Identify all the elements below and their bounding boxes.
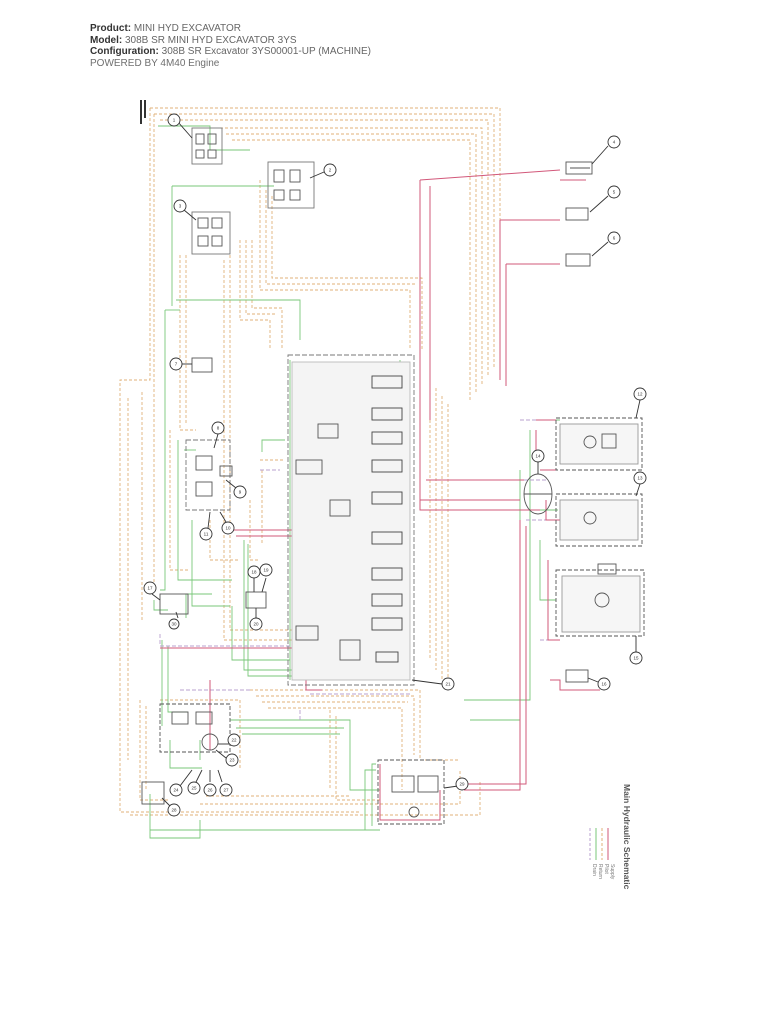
callout bbox=[591, 231, 621, 257]
callout bbox=[173, 199, 197, 221]
travel-motor-upper bbox=[555, 417, 643, 471]
valve-spools bbox=[371, 375, 403, 663]
callout-number: 15 bbox=[633, 656, 639, 661]
callout bbox=[167, 113, 193, 139]
configuration-label: Configuration: bbox=[90, 46, 159, 57]
callout bbox=[629, 636, 643, 665]
bottom-center-valve bbox=[377, 759, 445, 825]
callout-number: 17 bbox=[147, 586, 153, 591]
configuration-row: Configuration: 308B SR Excavator 3YS0000… bbox=[90, 46, 371, 58]
callout bbox=[217, 769, 233, 797]
callout bbox=[199, 511, 213, 541]
pilot-lines bbox=[119, 107, 501, 816]
callout-number: 24 bbox=[173, 788, 179, 793]
legend-drain: Drain bbox=[591, 864, 597, 876]
callout bbox=[169, 769, 193, 797]
model-row: Model: 308B SR MINI HYD EXCAVATOR 3YS bbox=[90, 35, 371, 47]
legend-pilot: Pilot bbox=[603, 864, 609, 874]
callout bbox=[591, 135, 621, 165]
legend-supply: Supply bbox=[609, 864, 615, 880]
left-valve-block bbox=[185, 439, 231, 511]
callout-number: 7 bbox=[175, 362, 178, 367]
callout bbox=[161, 797, 181, 817]
callout bbox=[309, 163, 337, 179]
pilot-valve-left-top bbox=[191, 127, 223, 165]
callout-number: 29 bbox=[459, 782, 465, 787]
callout bbox=[219, 511, 235, 535]
product-label: Product: bbox=[90, 23, 132, 34]
callout-number: 25 bbox=[191, 786, 197, 791]
callout-number: 8 bbox=[217, 426, 220, 431]
legend: Supply Pilot Return Drain bbox=[589, 828, 615, 880]
callout-number: 1 bbox=[173, 118, 176, 123]
callout-number: 19 bbox=[263, 568, 269, 573]
components bbox=[141, 127, 645, 825]
callouts bbox=[143, 113, 647, 817]
callout bbox=[225, 479, 247, 499]
callout bbox=[411, 677, 455, 691]
cylinders-top-right bbox=[565, 161, 593, 267]
callout bbox=[211, 421, 225, 449]
product-value: MINI HYD EXCAVATOR bbox=[133, 23, 241, 34]
callout bbox=[218, 733, 241, 747]
callout bbox=[187, 769, 203, 795]
callout-number: 16 bbox=[601, 682, 607, 687]
callout-number: 27 bbox=[223, 788, 229, 793]
pilot-valve-left-mid bbox=[191, 211, 231, 255]
callout-number: 4 bbox=[613, 140, 616, 145]
cylinder-bottom-right bbox=[565, 669, 589, 683]
product-row: Product: MINI HYD EXCAVATOR bbox=[90, 23, 371, 35]
legend-return: Return bbox=[597, 864, 603, 879]
powered-by-row: POWERED BY 4M40 Engine bbox=[90, 57, 220, 69]
callout bbox=[143, 581, 161, 601]
callout bbox=[168, 611, 180, 630]
callout-number: 6 bbox=[613, 236, 616, 241]
callout-number: 12 bbox=[637, 392, 643, 397]
callout-number: 11 bbox=[204, 532, 209, 537]
callout bbox=[169, 357, 192, 371]
callout-number: 20 bbox=[253, 622, 259, 627]
callout-number: 13 bbox=[637, 476, 643, 481]
pilot-valve-right-top bbox=[267, 161, 315, 209]
callout bbox=[633, 471, 647, 497]
callout-number: 26 bbox=[207, 788, 213, 793]
callout-number: 22 bbox=[231, 738, 237, 743]
document-header: Product: MINI HYD EXCAVATOR Model: 308B … bbox=[90, 23, 371, 69]
callout bbox=[215, 749, 239, 767]
callout-number: 18 bbox=[251, 570, 257, 575]
travel-motor-lower bbox=[555, 493, 643, 547]
callout-number: 30 bbox=[171, 622, 177, 627]
callout-number: 9 bbox=[239, 490, 242, 495]
callout-number: 28 bbox=[171, 808, 177, 813]
model-value: 308B SR MINI HYD EXCAVATOR 3YS bbox=[125, 34, 297, 46]
callout-number: 14 bbox=[535, 454, 541, 459]
callout-number: 2 bbox=[329, 168, 332, 173]
main-control-valve-outline bbox=[287, 354, 415, 686]
callout bbox=[259, 563, 273, 593]
drawing-id-mark bbox=[140, 100, 146, 124]
callout bbox=[531, 449, 545, 474]
callout bbox=[589, 185, 621, 213]
callout bbox=[587, 677, 611, 691]
callout bbox=[443, 777, 469, 791]
callout-number: 5 bbox=[613, 190, 616, 195]
lower-left-valve bbox=[159, 703, 231, 753]
callout bbox=[249, 608, 263, 631]
callout-number: 3 bbox=[179, 204, 182, 209]
main-pump bbox=[555, 569, 645, 637]
callout bbox=[633, 387, 647, 419]
schematic-title: Main Hydraulic Schematic bbox=[622, 784, 632, 890]
configuration-value: 308B SR Excavator 3YS00001-UP (MACHINE) bbox=[161, 46, 372, 57]
model-label: Model: bbox=[90, 34, 123, 46]
callout-number: 10 bbox=[225, 526, 231, 531]
callout-number: 21 bbox=[445, 682, 451, 687]
callout bbox=[203, 770, 217, 797]
callout-number: 23 bbox=[229, 758, 235, 763]
